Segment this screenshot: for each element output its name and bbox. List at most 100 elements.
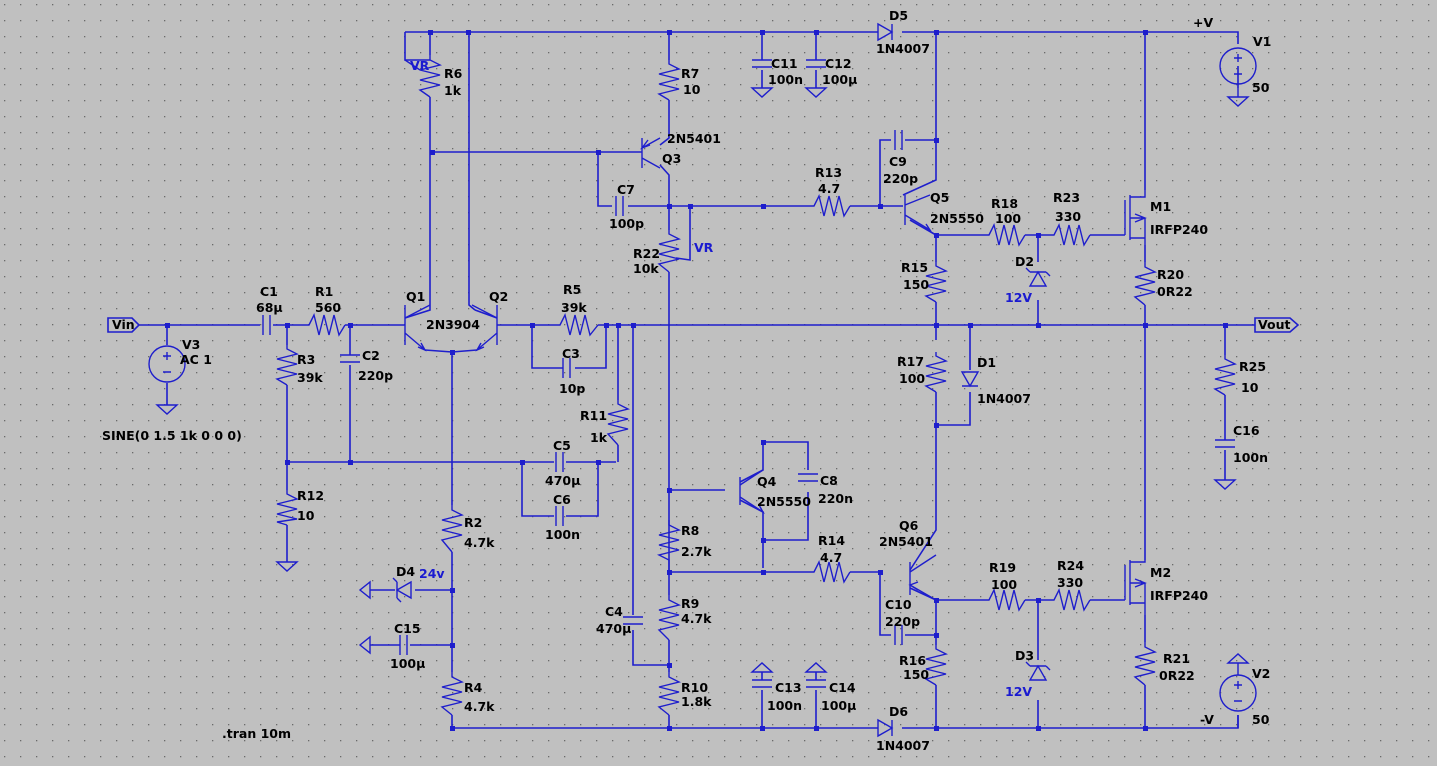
c13-name: C13 [775, 680, 802, 695]
ground-icon [1226, 88, 1250, 107]
v3-name: V3 [182, 337, 200, 352]
c13-value: 100n [767, 698, 802, 713]
r5-value: 39k [561, 300, 587, 315]
r3-value: 39k [297, 370, 323, 385]
c4-value: 470µ [596, 621, 631, 636]
r16-name: R16 [899, 653, 926, 668]
vminus-label: -V [1200, 712, 1214, 727]
resistor-R16 [924, 645, 949, 686]
capacitor-C4 [623, 616, 643, 625]
c7-name: C7 [617, 182, 635, 197]
capacitor-C13 [752, 679, 772, 688]
capacitor-C10 [894, 625, 903, 645]
c5-name: C5 [553, 438, 571, 453]
resistor-R20 [1133, 262, 1158, 306]
transistor-Q4 [739, 469, 765, 514]
transistor-Q1 [404, 304, 431, 352]
net-flag-vout [1254, 317, 1300, 333]
transistor-Q5 [904, 194, 932, 232]
r6-wiper-arrow [404, 59, 421, 71]
v1-name: V1 [1253, 34, 1271, 49]
r11-name: R11 [580, 408, 607, 423]
m2-name: M2 [1150, 565, 1171, 580]
capacitor-C12 [806, 59, 826, 68]
r20-value: 0R22 [1157, 284, 1193, 299]
transistor-Q3 [640, 137, 661, 169]
ground-icon [804, 662, 828, 673]
ground-icon [750, 662, 774, 673]
q2-name: Q2 [489, 289, 508, 304]
r12-name: R12 [297, 488, 324, 503]
v1-value: 50 [1252, 80, 1270, 95]
c16-name: C16 [1233, 423, 1260, 438]
r17-name: R17 [897, 354, 924, 369]
resistor-R19 [985, 587, 1026, 612]
d6-name: D6 [889, 704, 908, 719]
ground-icon [750, 87, 774, 98]
ground-icon [275, 561, 299, 572]
r25-name: R25 [1239, 359, 1266, 374]
resistor-R12 [276, 490, 300, 526]
resistor-R17 [924, 352, 949, 393]
net-flag-vin [107, 317, 141, 333]
q3-value: 2N5401 [667, 131, 721, 146]
junctions [165, 30, 1228, 731]
c12-value: 100µ [822, 72, 857, 87]
r19-name: R19 [989, 560, 1016, 575]
capacitor-C8 [798, 473, 818, 482]
c15-name: C15 [394, 621, 421, 636]
r24-value: 330 [1057, 575, 1083, 590]
resistor-R11 [606, 400, 631, 446]
r4-value: 4.7k [464, 699, 495, 714]
resistor-R5 [528, 312, 599, 337]
c2-value: 220p [358, 368, 393, 383]
m1-value: IRFP240 [1150, 222, 1208, 237]
r23-name: R23 [1053, 190, 1080, 205]
vout-label: Vout [1258, 317, 1290, 332]
r24-name: R24 [1057, 558, 1084, 573]
r16-value: 150 [903, 667, 929, 682]
r8-value: 2.7k [681, 544, 712, 559]
r12-value: 10 [297, 508, 315, 523]
r9-value: 4.7k [681, 611, 712, 626]
text-labels: Vin Vout +V -V VR VR 24v 12V 12V SINE(0 … [102, 8, 1290, 753]
r19-value: 100 [991, 577, 1017, 592]
r11-value: 1k [590, 430, 608, 445]
d4-net-label: 24v [419, 566, 445, 581]
tran-directive: .tran 10m [222, 726, 291, 741]
r1-name: R1 [315, 284, 333, 299]
mosfet-M1 [1124, 190, 1147, 245]
r17-value: 100 [899, 371, 925, 386]
capacitor-C5 [555, 452, 564, 472]
c10-value: 220p [885, 614, 920, 629]
source-V3 [148, 345, 186, 383]
capacitor-C16 [1215, 439, 1235, 448]
capacitor-symbols [262, 59, 1235, 688]
r15-value: 150 [903, 277, 929, 292]
c9-name: C9 [889, 154, 907, 169]
r6-value: 1k [444, 83, 462, 98]
vr-mid-label: VR [694, 240, 714, 255]
mosfet-symbols [1124, 190, 1147, 615]
c6-value: 100n [545, 527, 580, 542]
c16-value: 100n [1233, 450, 1268, 465]
v3-value: AC 1 [180, 352, 212, 367]
r10-name: R10 [681, 680, 708, 695]
r5-name: R5 [563, 282, 581, 297]
ground-icon [155, 404, 179, 415]
diode-D6 [877, 718, 894, 738]
transistor-Q2 [471, 304, 498, 352]
r13-value: 4.7 [818, 181, 840, 196]
c4-name: C4 [605, 604, 623, 619]
r1-value: 560 [315, 300, 341, 315]
d1-name: D1 [977, 355, 996, 370]
r13-name: R13 [815, 165, 842, 180]
capacitor-C1 [262, 315, 271, 335]
ground-symbols [155, 87, 1250, 675]
c15-value: 100µ [390, 656, 425, 671]
resistor-R8 [656, 520, 682, 572]
c11-name: C11 [771, 56, 798, 71]
d2-net-label: 12V [1005, 290, 1032, 305]
wires [138, 31, 1255, 729]
